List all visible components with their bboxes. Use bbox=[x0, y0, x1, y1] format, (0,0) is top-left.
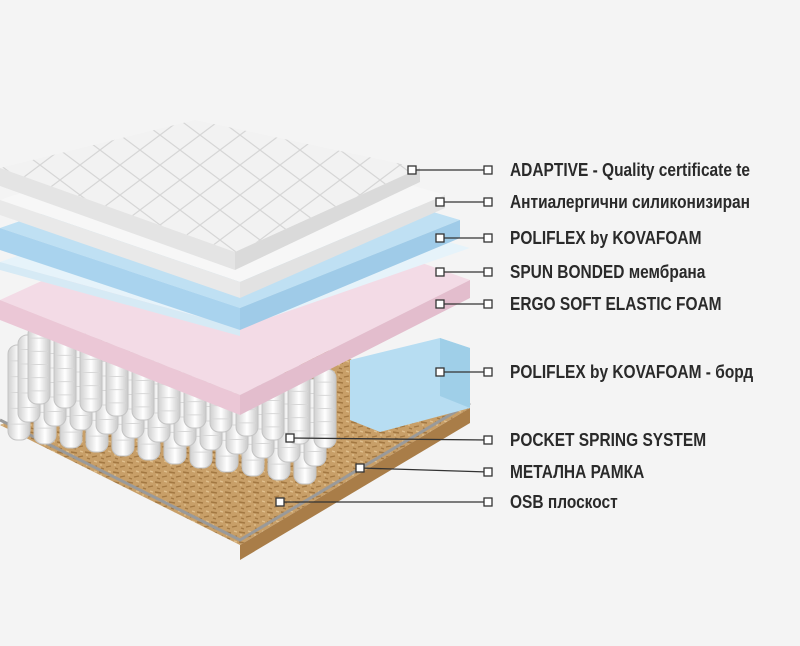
label-ergo-soft: ERGO SOFT ELASTIC FOAM bbox=[510, 294, 722, 314]
label-osb: OSB плоскост bbox=[510, 492, 618, 512]
side-foam-border bbox=[350, 338, 470, 432]
label-adaptive-cover: ADAPTIVE - Quality certificate te bbox=[510, 160, 751, 180]
label-silicone-fibre: Антиалергични силиконизиран bbox=[510, 192, 751, 212]
label-metal-frame: МЕТАЛНА РАМКА bbox=[510, 462, 645, 482]
metal-frame bbox=[0, 401, 471, 542]
label-spun-bonded: SPUN BONDED мембрана bbox=[510, 262, 706, 282]
label-poliflex: POLIFLEX by KOVAFOAM bbox=[510, 228, 702, 248]
quilted-cover bbox=[0, 120, 420, 270]
label-pocket-spring: POCKET SPRING SYSTEM bbox=[510, 430, 707, 450]
leader-lines bbox=[275, 165, 493, 507]
label-poliflex-border: POLIFLEX by KOVAFOAM - борд bbox=[510, 362, 754, 382]
